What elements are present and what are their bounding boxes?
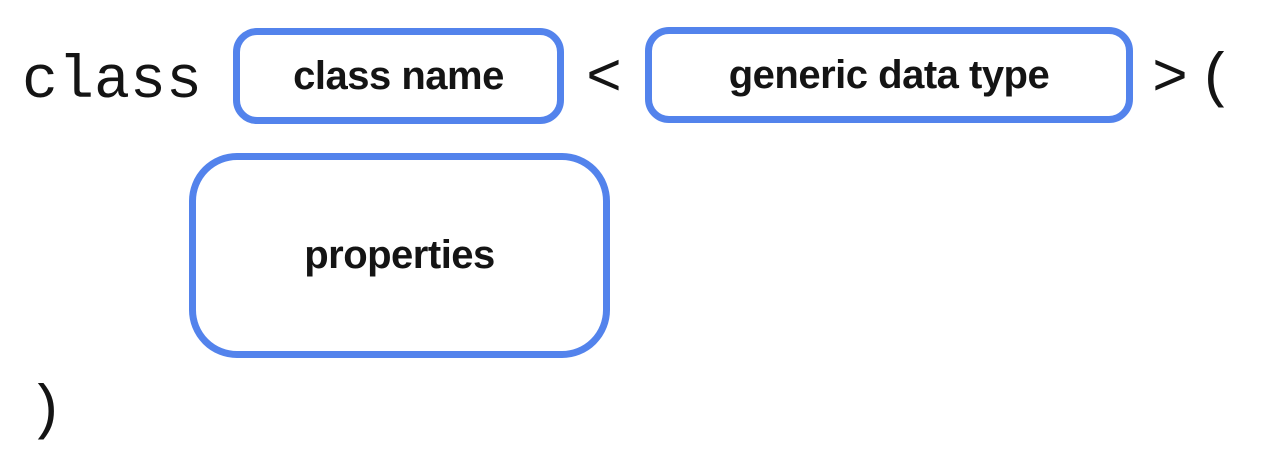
class-keyword-text: class	[22, 48, 203, 116]
close-angle-bracket-text: >	[1152, 46, 1189, 114]
open-angle-bracket-text: <	[586, 46, 623, 114]
class-name-box: class name	[233, 28, 564, 124]
close-paren-text: )	[28, 378, 65, 446]
generic-data-type-box: generic data type	[645, 27, 1133, 123]
properties-box: properties	[189, 153, 610, 358]
properties-label: properties	[304, 233, 495, 277]
class-name-label: class name	[293, 53, 504, 98]
open-paren-text: (	[1198, 46, 1235, 114]
generic-data-type-label: generic data type	[728, 52, 1050, 97]
